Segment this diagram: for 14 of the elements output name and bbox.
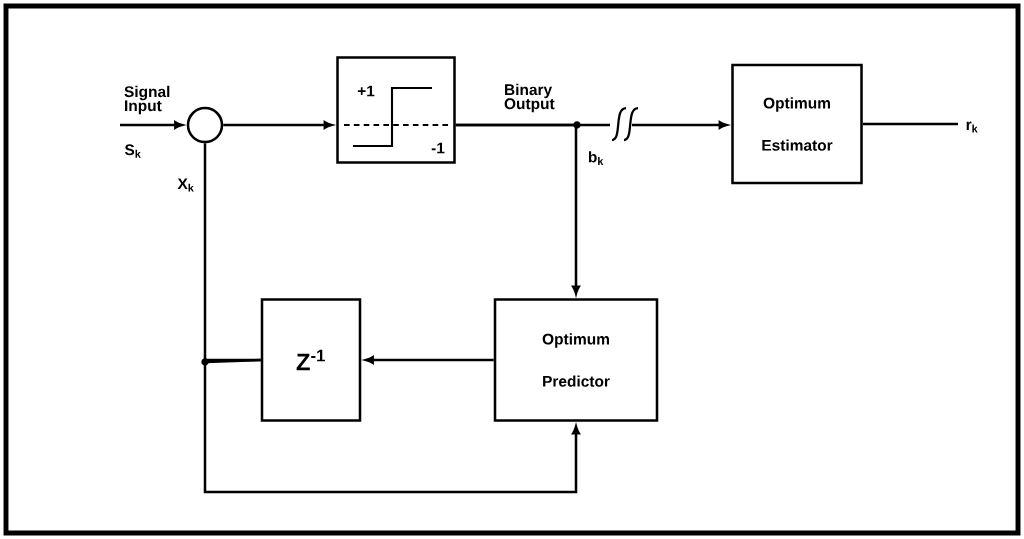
summing-junction (186, 106, 224, 144)
edge-label: Binary Output (502, 82, 558, 114)
delay-box: Z$^{-1}$ (260, 298, 362, 422)
edge-label: Signal Input (122, 84, 178, 116)
signal-label: S$_{k}$ (124, 144, 141, 158)
arrow (223, 121, 333, 129)
edge-label: r$_{k}$ (964, 120, 980, 134)
arrow (455, 123, 580, 295)
quantizer-box: +1 -1 (336, 56, 456, 164)
arrow (203, 358, 580, 494)
estimator-box: Optimum Estimator (731, 63, 863, 185)
edge-label: b$_{k}$ (586, 149, 606, 167)
edge-label: X$_{k}$ (176, 177, 196, 193)
predictor-box: Optimum Predictor (493, 298, 659, 422)
